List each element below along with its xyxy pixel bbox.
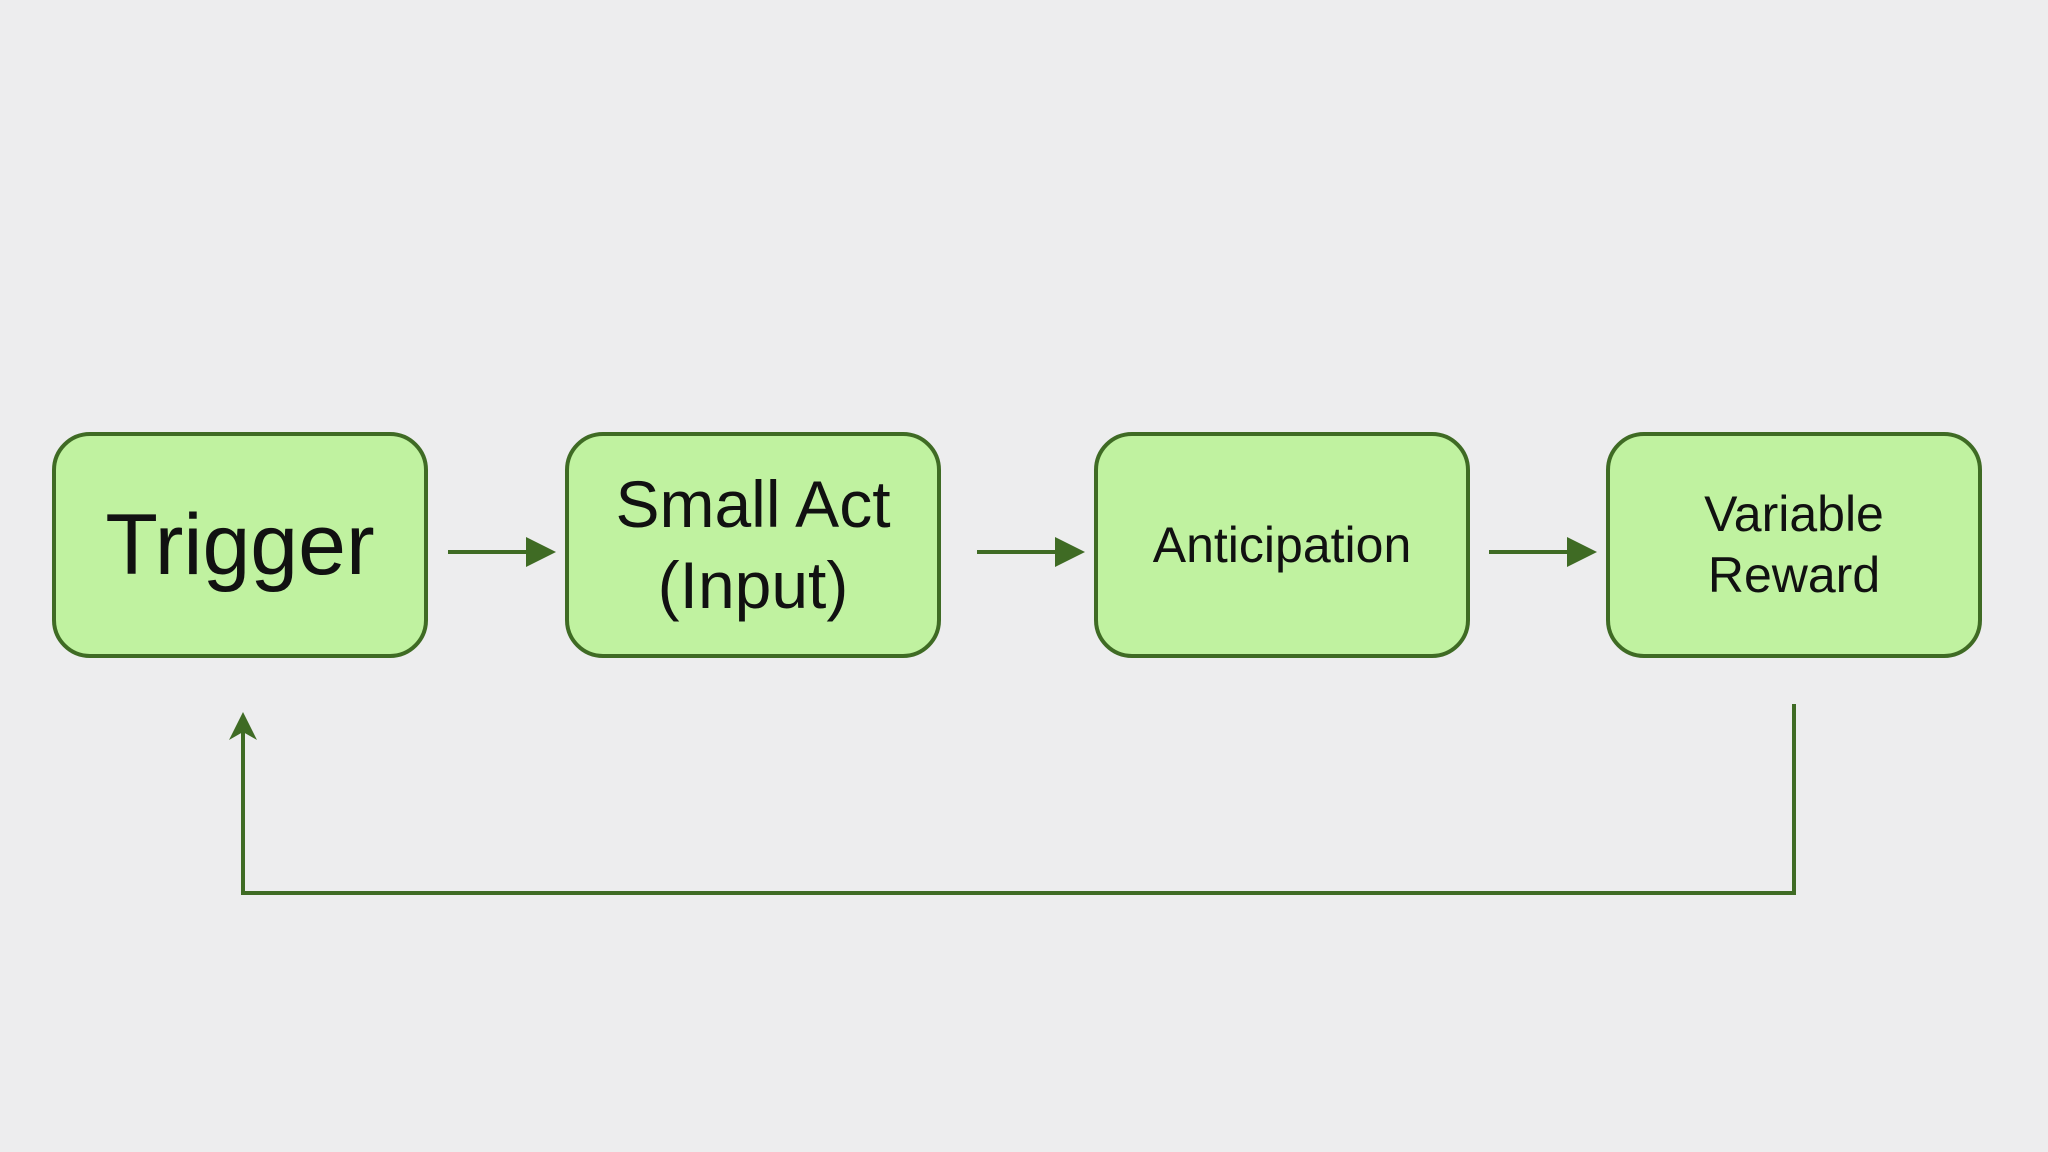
arrowhead-variable-reward — [1567, 537, 1597, 567]
step-box-trigger: Trigger — [52, 432, 428, 658]
arrowhead-anticipation — [1055, 537, 1085, 567]
arrowhead-trigger — [229, 712, 257, 740]
step-box-small-act: Small Act (Input) — [565, 432, 941, 658]
step-label-trigger: Trigger — [105, 497, 375, 593]
step-box-anticipation: Anticipation — [1094, 432, 1470, 658]
step-label-small-act: Small Act (Input) — [615, 467, 891, 622]
step-label-variable-reward: Variable Reward — [1704, 486, 1884, 603]
arrowhead-small-act — [526, 537, 556, 567]
feedback-loop-line — [241, 704, 1796, 895]
step-label-anticipation: Anticipation — [1152, 517, 1412, 573]
step-box-variable-reward: Variable Reward — [1606, 432, 1982, 658]
